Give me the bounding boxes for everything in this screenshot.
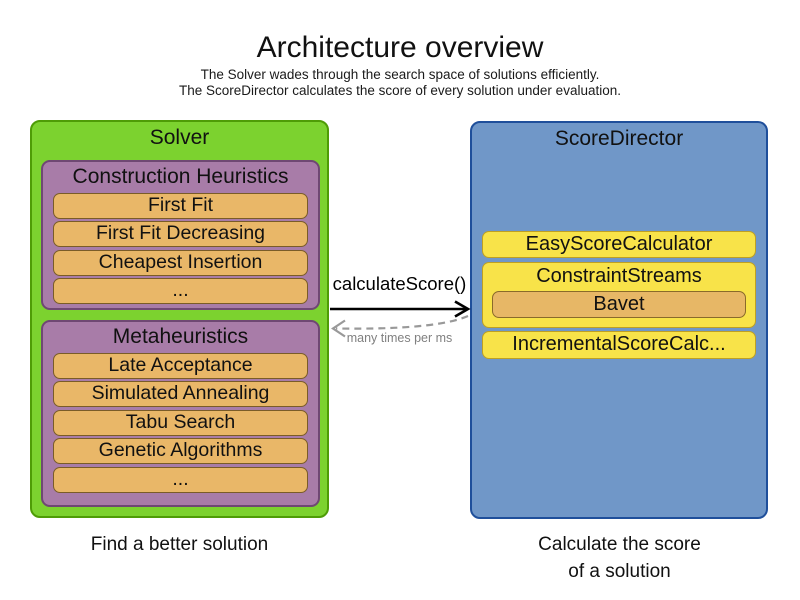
score-director-caption-line-1: Calculate the score — [538, 534, 701, 555]
score-director-box: ScoreDirector EasyScoreCalculator Constr… — [470, 121, 768, 519]
solver-caption: Find a better solution — [90, 534, 269, 555]
constraint-streams-title: ConstraintStreams — [536, 265, 702, 287]
incremental-score-calculator: IncrementalScoreCalc... — [482, 331, 756, 359]
metaheuristics-title: Metaheuristics — [112, 325, 249, 348]
subtitle-line-1: The Solver wades through the search spac… — [200, 67, 600, 82]
algorithm-item: Cheapest Insertion — [53, 249, 308, 276]
algorithm-item: ... — [53, 466, 308, 493]
algorithm-item: First Fit Decreasing — [53, 221, 308, 247]
many-times-label: many times per ms — [346, 331, 453, 345]
construction-heuristics-title: Construction Heuristics — [72, 165, 289, 188]
algorithm-item: First Fit — [53, 192, 308, 219]
constraint-streams: ConstraintStreams Bavet — [482, 262, 756, 328]
bavet-item: Bavet — [492, 291, 746, 318]
subtitle-line-2: The ScoreDirector calculates the score o… — [179, 83, 621, 98]
easy-score-calculator: EasyScoreCalculator — [482, 231, 756, 258]
calculator-stack: EasyScoreCalculator ConstraintStreams Ba… — [482, 231, 756, 359]
score-director-caption-line-2: of a solution — [568, 561, 671, 582]
solver-box: Solver Construction Heuristics First Fit… — [30, 120, 329, 518]
calculate-score-arrow — [330, 300, 471, 318]
algorithm-item: ... — [53, 278, 308, 304]
algorithm-item: Simulated Annealing — [53, 381, 308, 407]
construction-heuristics-group: Construction Heuristics First Fit First … — [41, 160, 320, 310]
page-title: Architecture overview — [256, 31, 544, 64]
solver-title: Solver — [149, 126, 210, 149]
score-director-title: ScoreDirector — [554, 127, 684, 150]
score-director-caption: Calculate the score of a solution — [470, 531, 769, 585]
metaheuristics-group: Metaheuristics Late Acceptance Simulated… — [41, 320, 320, 507]
calculate-score-label: calculateScore() — [332, 273, 467, 294]
algorithm-item: Genetic Algorithms — [53, 438, 308, 464]
algorithm-item: Tabu Search — [53, 409, 308, 436]
algorithm-item: Late Acceptance — [53, 352, 308, 379]
